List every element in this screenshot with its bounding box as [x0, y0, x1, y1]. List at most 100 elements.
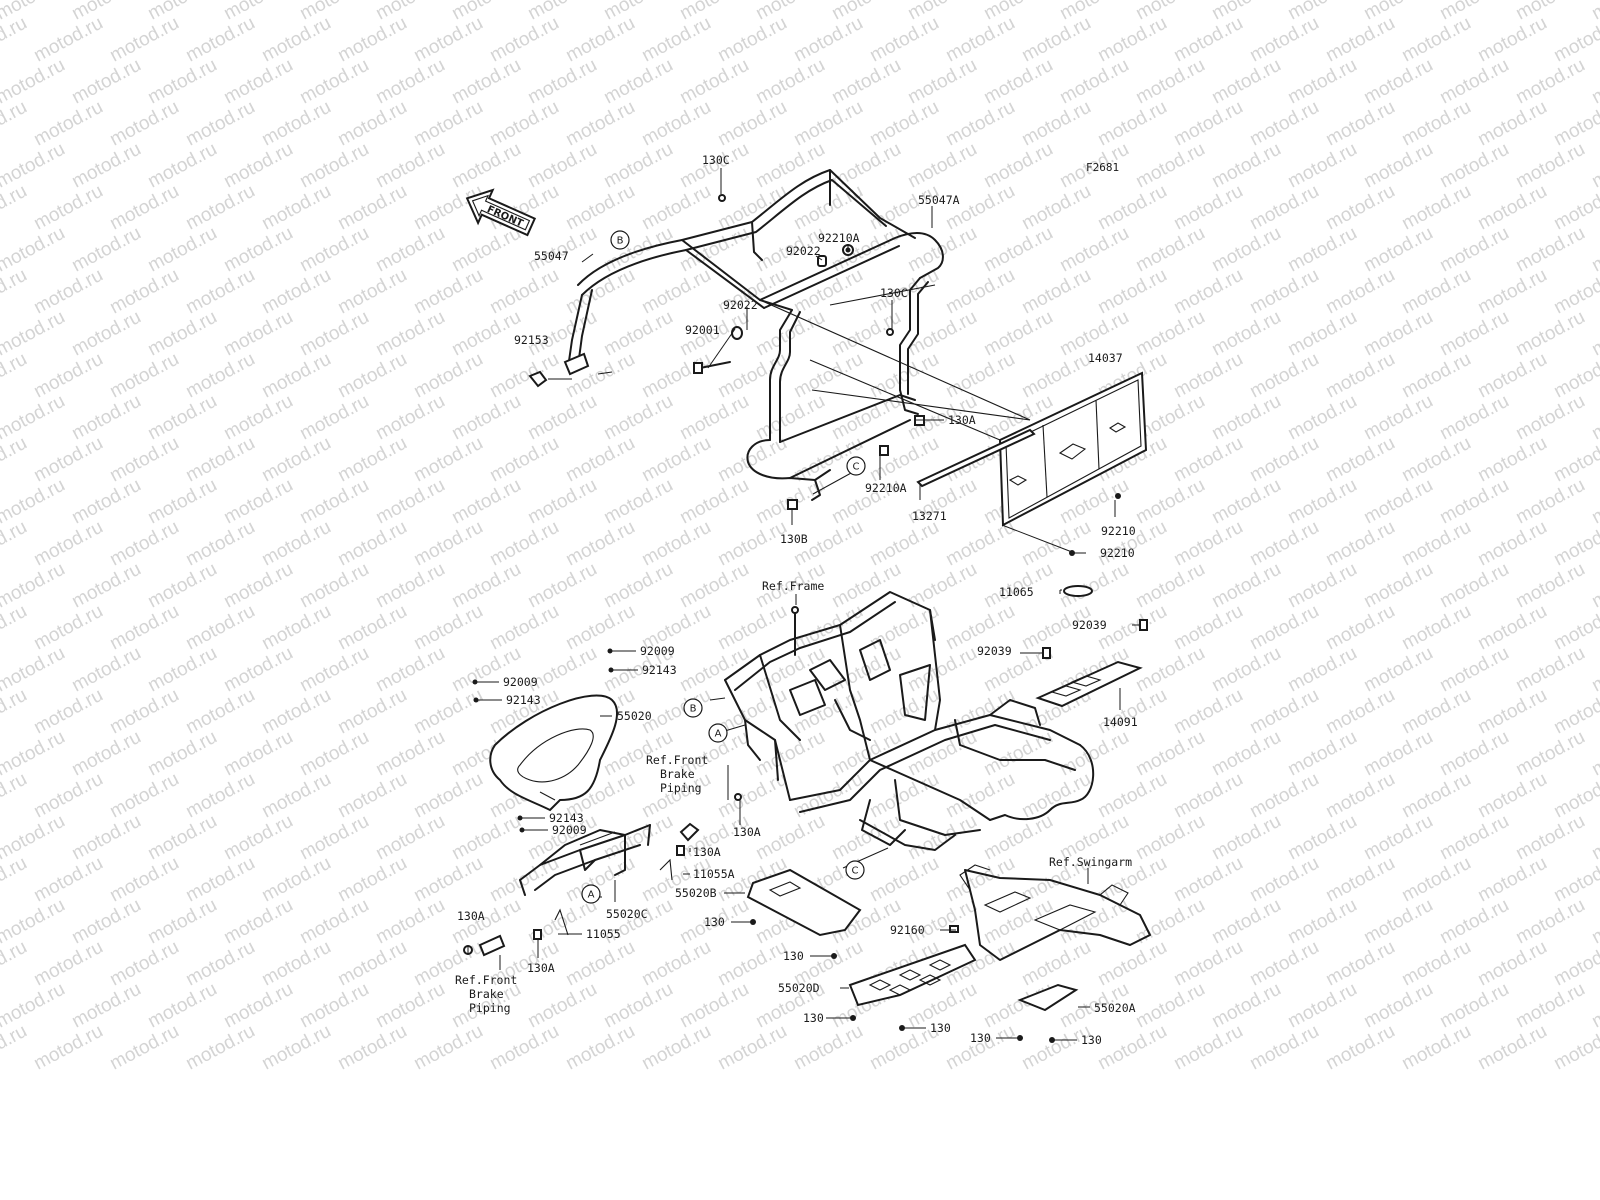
reference-line: Ref.Frame	[762, 579, 824, 593]
watermark-text: motod.ru	[1398, 601, 1474, 655]
watermark-text: motod.ru	[334, 685, 410, 739]
watermark-text: motod.ru	[1056, 559, 1132, 613]
watermark-text: motod.ru	[1512, 559, 1588, 613]
watermark-text: motod.ru	[752, 55, 828, 109]
reference-line: Ref.Front	[646, 753, 708, 767]
watermark-text: motod.ru	[258, 349, 334, 403]
callout-92009-a: 92009	[640, 644, 675, 658]
watermark-text: motod.ru	[144, 811, 220, 865]
watermark-text: motod.ru	[942, 349, 1018, 403]
watermark-text: motod.ru	[220, 643, 296, 697]
watermark-text: motod.ru	[980, 727, 1056, 781]
watermark-text: motod.ru	[638, 181, 714, 235]
watermark-text: motod.ru	[562, 265, 638, 319]
watermark-text: motod.ru	[1398, 97, 1474, 151]
watermark-text: motod.ru	[372, 895, 448, 949]
marker-letter: B	[690, 704, 697, 715]
watermark-text: motod.ru	[1246, 517, 1322, 571]
watermark-text: motod.ru	[372, 139, 448, 193]
watermark-text: motod.ru	[1436, 55, 1512, 109]
watermark-text: motod.ru	[1208, 55, 1284, 109]
watermark-text: motod.ru	[1284, 727, 1360, 781]
watermark-text: motod.ru	[1284, 307, 1360, 361]
watermark-text: motod.ru	[524, 139, 600, 193]
watermark-text: motod.ru	[600, 979, 676, 1033]
watermark-text: motod.ru	[1512, 307, 1588, 361]
watermark-text: motod.ru	[1322, 517, 1398, 571]
watermark-text: motod.ru	[600, 223, 676, 277]
watermark-text: motod.ru	[1322, 853, 1398, 907]
watermark-text: motod.ru	[980, 139, 1056, 193]
watermark-text: motod.ru	[942, 1021, 1018, 1075]
watermark-text: motod.ru	[1588, 895, 1600, 949]
watermark-text: motod.ru	[1398, 517, 1474, 571]
watermark-text: motod.ru	[334, 937, 410, 991]
watermark-text: motod.ru	[676, 979, 752, 1033]
watermark-text: motod.ru	[1436, 223, 1512, 277]
watermark-text: motod.ru	[1094, 769, 1170, 823]
watermark-text: motod.ru	[0, 601, 31, 655]
reference-line: Brake	[660, 767, 695, 781]
watermark-text: motod.ru	[904, 55, 980, 109]
watermark-text: motod.ru	[562, 433, 638, 487]
watermark-text: motod.ru	[144, 55, 220, 109]
watermark-text: motod.ru	[144, 307, 220, 361]
callout-130c-mid: 130C	[880, 286, 908, 300]
watermark-text: motod.ru	[296, 811, 372, 865]
watermark-text: motod.ru	[334, 13, 410, 67]
watermark-text: motod.ru	[448, 139, 524, 193]
side-strip	[916, 428, 1036, 488]
watermark-text: motod.ru	[1170, 601, 1246, 655]
marker-b-1: B	[610, 230, 630, 250]
callout-92143-a: 92143	[642, 663, 677, 677]
watermark-text: motod.ru	[1284, 139, 1360, 193]
watermark-text: motod.ru	[980, 307, 1056, 361]
watermark-text: motod.ru	[410, 601, 486, 655]
watermark-text: motod.ru	[258, 1021, 334, 1075]
watermark-text: motod.ru	[1284, 55, 1360, 109]
reference-line: Brake	[469, 987, 504, 1001]
watermark-text: motod.ru	[790, 1021, 866, 1075]
watermark-text: motod.ru	[562, 349, 638, 403]
watermark-text: motod.ru	[1436, 559, 1512, 613]
callout-14037: 14037	[1088, 351, 1123, 365]
watermark-text: motod.ru	[1132, 307, 1208, 361]
watermark-text: motod.ru	[1322, 1021, 1398, 1075]
watermark-text: motod.ru	[1550, 1021, 1600, 1075]
watermark-text: motod.ru	[1170, 853, 1246, 907]
main-frame	[724, 591, 1095, 851]
watermark-text: motod.ru	[106, 13, 182, 67]
watermark-text: motod.ru	[448, 391, 524, 445]
watermark-text: motod.ru	[30, 97, 106, 151]
callout-11055: 11055	[586, 927, 621, 941]
watermark-text: motod.ru	[1018, 349, 1094, 403]
watermark-text: motod.ru	[1246, 853, 1322, 907]
watermark-text: motod.ru	[1246, 265, 1322, 319]
watermark-text: motod.ru	[752, 727, 828, 781]
watermark-text: motod.ru	[1322, 349, 1398, 403]
watermark-text: motod.ru	[714, 769, 790, 823]
watermark-text: motod.ru	[68, 475, 144, 529]
watermark-text: motod.ru	[486, 13, 562, 67]
watermark-text: motod.ru	[1284, 811, 1360, 865]
watermark-text: motod.ru	[410, 517, 486, 571]
callout-92210a-low: 92210A	[865, 481, 907, 495]
watermark-text: motod.ru	[410, 433, 486, 487]
watermark-text: motod.ru	[296, 391, 372, 445]
watermark-text: motod.ru	[106, 97, 182, 151]
watermark-text: motod.ru	[448, 559, 524, 613]
watermark-text: motod.ru	[182, 265, 258, 319]
watermark-text: motod.ru	[1170, 265, 1246, 319]
watermark-text: motod.ru	[904, 895, 980, 949]
watermark-text: motod.ru	[1018, 181, 1094, 235]
watermark-text: motod.ru	[182, 853, 258, 907]
callout-55047a: 55047A	[918, 193, 960, 207]
watermark-text: motod.ru	[600, 307, 676, 361]
watermark-text: motod.ru	[1132, 223, 1208, 277]
watermark-text: motod.ru	[600, 55, 676, 109]
watermark-text: motod.ru	[866, 769, 942, 823]
watermark-text: motod.ru	[1132, 559, 1208, 613]
watermark-text: motod.ru	[372, 55, 448, 109]
watermark-text: motod.ru	[334, 433, 410, 487]
